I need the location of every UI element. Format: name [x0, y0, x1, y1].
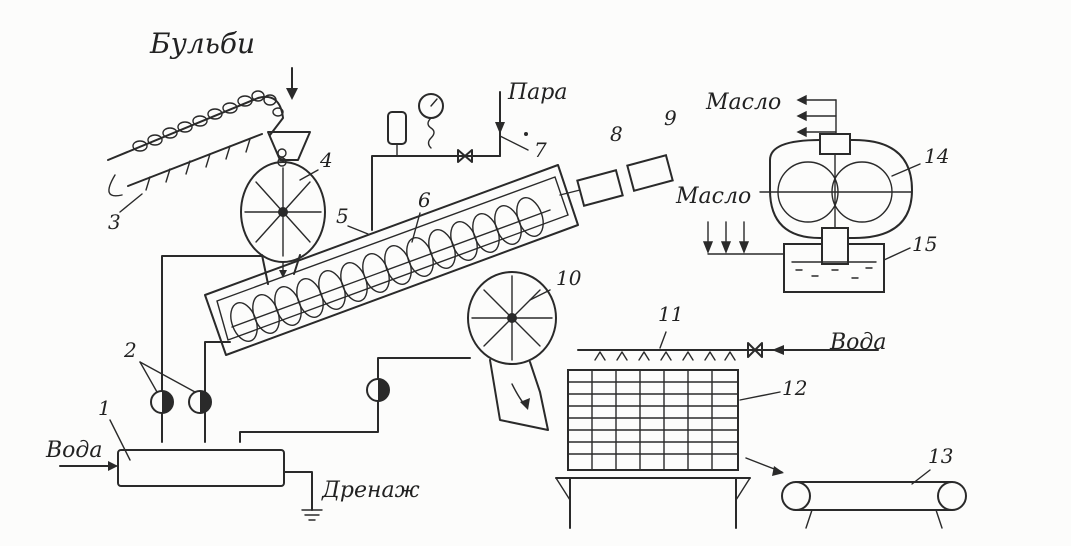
- number-13: 13: [928, 444, 954, 468]
- number-14: 14: [924, 144, 950, 168]
- number-5: 5: [336, 204, 349, 228]
- oil-bath: [783, 227, 885, 293]
- oil-outlet-arrows: [796, 94, 837, 138]
- screw-conveyor: [230, 197, 551, 342]
- label-drainage: Дренаж: [322, 478, 420, 503]
- roller-press: [759, 94, 914, 239]
- belt-conveyor: [781, 481, 967, 529]
- steam-line: [371, 91, 529, 231]
- leader-lines: [109, 163, 931, 485]
- washing-rack: [555, 369, 784, 529]
- number-9: 9: [664, 106, 677, 130]
- oil-inlet-pipes: [702, 221, 785, 255]
- pumps: [139, 361, 390, 414]
- number-7: 7: [534, 138, 547, 162]
- number-10: 10: [556, 266, 582, 290]
- number-2: 2: [124, 338, 137, 362]
- discharge-valve: [467, 271, 557, 431]
- feed-arrow: [286, 67, 298, 100]
- steam-peeler: [204, 164, 579, 356]
- label-water-left: Вода: [46, 438, 103, 463]
- label-steam: Пара: [508, 80, 568, 105]
- label-oil-out: Масло: [706, 90, 782, 115]
- number-8: 8: [610, 122, 623, 146]
- label-oil-in: Масло: [676, 184, 752, 209]
- number-1: 1: [98, 396, 111, 420]
- number-4: 4: [320, 148, 333, 172]
- number-12: 12: [782, 376, 808, 400]
- number-6: 6: [418, 188, 431, 212]
- number-3: 3: [108, 210, 121, 234]
- label-potatoes: Бульби: [150, 27, 256, 60]
- drive-units: [559, 154, 674, 207]
- water-tank: [59, 449, 323, 521]
- potato-items: [132, 90, 284, 152]
- number-11: 11: [658, 302, 684, 326]
- rotary-feeder: [240, 131, 326, 285]
- label-water-top: Вода: [830, 330, 887, 355]
- number-15: 15: [912, 232, 938, 256]
- spray-manifold: [577, 342, 879, 361]
- inclined-conveyor: [107, 90, 284, 197]
